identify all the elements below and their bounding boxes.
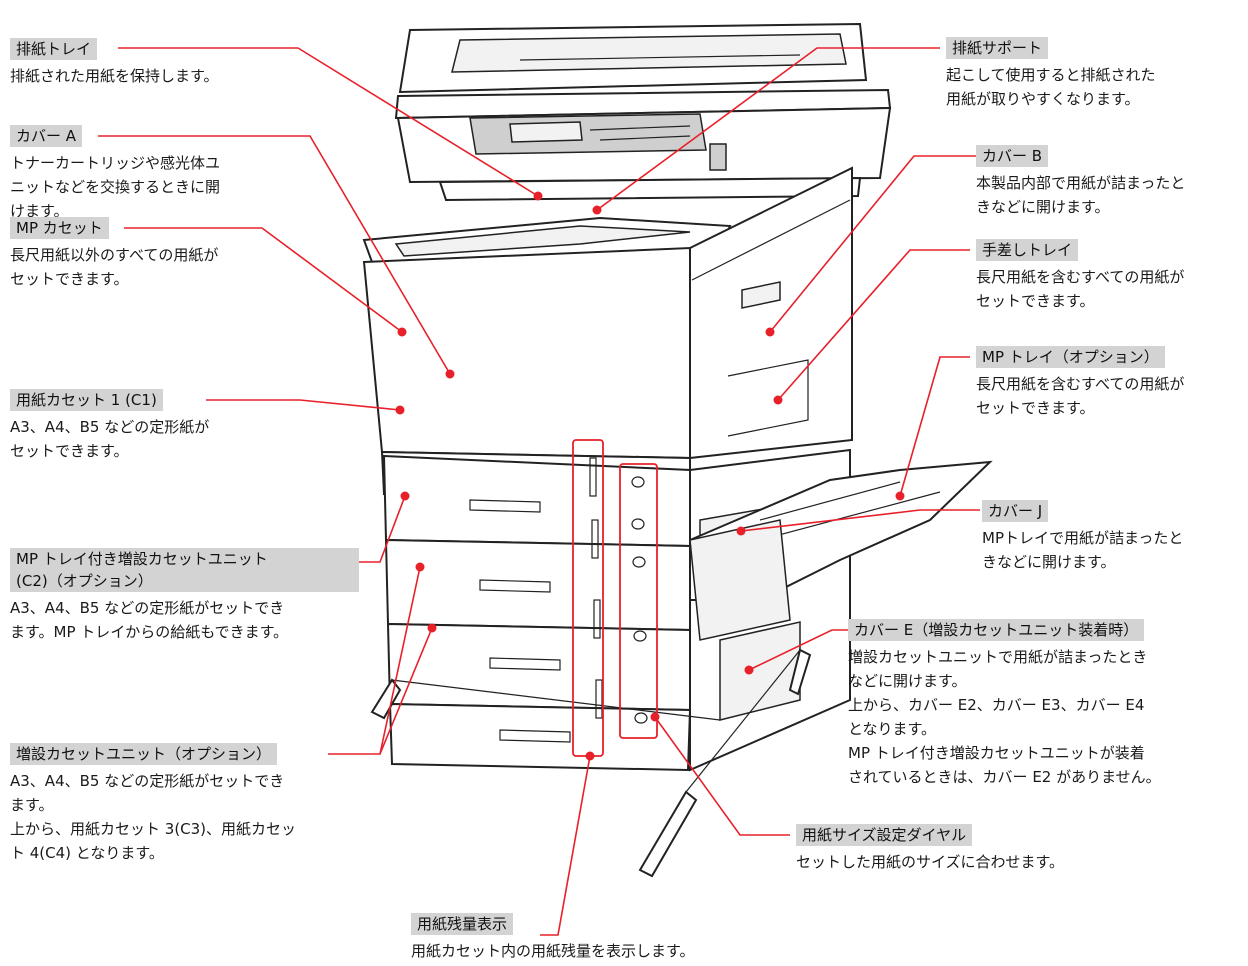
callout-desc: 排紙された用紙を保持します。 <box>10 67 219 85</box>
callout-paper-level-indicator: 用紙残量表示 用紙カセット内の用紙残量を表示します。 <box>411 913 695 963</box>
callout-label: カバー J <box>982 500 1049 522</box>
callout-label: 排紙サポート <box>946 37 1049 59</box>
callout-desc: トナーカートリッジや感光体ユ ニットなどを交換するときに開 けます。 <box>10 154 221 220</box>
callout-label: 用紙残量表示 <box>411 913 514 935</box>
callout-mp-tray-cassette-unit: MP トレイ付き増設カセットユニット (C2)（オプション） A3、A4、B5 … <box>10 548 359 644</box>
callout-desc: 長尺用紙を含むすべての用紙が セットできます。 <box>976 375 1185 417</box>
callout-desc: MPトレイで用紙が詰まったと きなどに開けます。 <box>982 529 1184 571</box>
callout-desc: 用紙カセット内の用紙残量を表示します。 <box>411 942 695 960</box>
callout-cover-e: カバー E（増設カセットユニット装着時） 増設カセットユニットで用紙が詰まったと… <box>848 619 1161 789</box>
size-dial-highlight <box>619 463 658 739</box>
mp-tray-drawing <box>689 460 993 641</box>
callout-cover-b: カバー B 本製品内部で用紙が詰まったと きなどに開けます。 <box>976 145 1185 219</box>
callout-cover-j: カバー J MPトレイで用紙が詰まったと きなどに開けます。 <box>982 500 1183 574</box>
callout-desc: 長尺用紙以外のすべての用紙が セットできます。 <box>10 246 219 288</box>
callout-label: 手差しトレイ <box>976 239 1079 261</box>
callout-desc: A3、A4、B5 などの定形紙がセットでき ます。MP トレイからの給紙もできま… <box>10 599 289 641</box>
leader-lines <box>98 47 980 936</box>
callout-desc: A3、A4、B5 などの定形紙が セットできます。 <box>10 418 210 460</box>
callout-desc: セットした用紙のサイズに合わせます。 <box>796 853 1065 871</box>
callout-manual-feed-tray: 手差しトレイ 長尺用紙を含むすべての用紙が セットできます。 <box>976 239 1184 313</box>
target-dots <box>395 191 905 761</box>
callout-label: カバー A <box>10 125 83 147</box>
callout-label: カバー E（増設カセットユニット装着時） <box>848 619 1145 641</box>
adf-scanner-unit <box>394 22 892 202</box>
callout-label: カバー B <box>976 145 1049 167</box>
callout-desc: 本製品内部で用紙が詰まったと きなどに開けます。 <box>976 174 1186 216</box>
callout-label: MP トレイ付き増設カセットユニット (C2)（オプション） <box>10 548 359 592</box>
callout-label: MP トレイ（オプション） <box>976 346 1165 368</box>
callout-label: 増設カセットユニット（オプション） <box>10 743 278 765</box>
callout-desc: 増設カセットユニットで用紙が詰まったとき などに開けます。 上から、カバー E2… <box>848 648 1161 786</box>
callout-paper-cassette-1: 用紙カセット 1 (C1) A3、A4、B5 などの定形紙が セットできます。 <box>10 389 209 463</box>
callout-cover-a: カバー A トナーカートリッジや感光体ユ ニットなどを交換するときに開 けます。 <box>10 125 220 223</box>
indicator-windows <box>589 457 648 724</box>
callout-label: 用紙サイズ設定ダイヤル <box>796 824 973 846</box>
callout-label: 用紙カセット 1 (C1) <box>10 389 163 411</box>
callout-label: MP カセット <box>10 217 109 239</box>
printer-main-body <box>362 166 853 460</box>
callout-extra-cassette-unit: 増設カセットユニット（オプション） A3、A4、B5 などの定形紙がセットでき … <box>10 743 296 865</box>
callout-desc: 長尺用紙を含むすべての用紙が セットできます。 <box>976 268 1185 310</box>
callout-paper-size-dial: 用紙サイズ設定ダイヤル セットした用紙のサイズに合わせます。 <box>796 824 1064 874</box>
callout-mp-tray-option: MP トレイ（オプション） 長尺用紙を含むすべての用紙が セットできます。 <box>976 346 1184 420</box>
callout-desc: A3、A4、B5 などの定形紙がセットでき ます。 上から、用紙カセット 3(C… <box>10 772 297 862</box>
callout-mp-cassette: MP カセット 長尺用紙以外のすべての用紙が セットできます。 <box>10 217 218 291</box>
callout-output-tray: 排紙トレイ 排紙された用紙を保持します。 <box>10 38 219 88</box>
callout-output-support: 排紙サポート 起こして使用すると排紙された 用紙が取りやすくなります。 <box>946 37 1156 111</box>
callout-desc: 起こして使用すると排紙された 用紙が取りやすくなります。 <box>946 66 1156 108</box>
callout-label: 排紙トレイ <box>10 38 98 60</box>
